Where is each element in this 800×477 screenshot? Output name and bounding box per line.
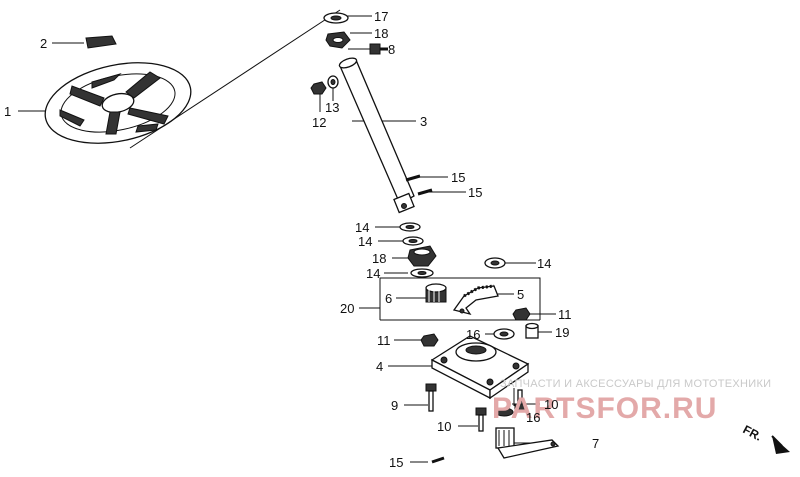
callout-16a: 16 bbox=[466, 327, 480, 342]
callout-13: 13 bbox=[325, 100, 339, 115]
callout-7: 7 bbox=[592, 436, 599, 451]
pinion-gear-6 bbox=[425, 283, 447, 303]
washers-14 bbox=[399, 222, 506, 278]
callout-8: 8 bbox=[388, 42, 395, 57]
callout-12: 12 bbox=[312, 115, 326, 130]
nut-12 bbox=[310, 81, 327, 95]
callout-20: 20 bbox=[340, 301, 354, 316]
callout-18b: 18 bbox=[372, 251, 386, 266]
callout-17: 17 bbox=[374, 9, 388, 24]
callout-16b: 16 bbox=[526, 410, 540, 425]
steering-column bbox=[338, 57, 415, 214]
front-direction-arrow bbox=[771, 435, 790, 454]
callout-5: 5 bbox=[517, 287, 524, 302]
bolt-9 bbox=[425, 383, 437, 412]
nuts-11 bbox=[420, 307, 531, 347]
bushing-19 bbox=[525, 322, 539, 339]
callout-15b: 15 bbox=[468, 185, 482, 200]
front-direction-label: FR. bbox=[741, 422, 765, 443]
sector-gear-5 bbox=[452, 284, 499, 316]
steering-wheel bbox=[44, 9, 341, 149]
steering-arm-7 bbox=[495, 427, 560, 459]
callout-14a: 14 bbox=[355, 220, 369, 235]
bolt-8 bbox=[369, 43, 388, 55]
collars-16 bbox=[493, 328, 515, 417]
callout-14b: 14 bbox=[358, 234, 372, 249]
callout-15c: 15 bbox=[389, 455, 403, 470]
callout-10b: 10 bbox=[544, 397, 558, 412]
bush-18 bbox=[407, 245, 437, 267]
pins-15 bbox=[405, 174, 445, 464]
watermark-caption: ЗАПЧАСТИ И АКСЕССУАРЫ ДЛЯ МОТОТЕХНИКИ bbox=[500, 378, 771, 390]
callout-6: 6 bbox=[385, 291, 392, 306]
callout-18a: 18 bbox=[374, 26, 388, 41]
callout-10a: 10 bbox=[437, 419, 451, 434]
watermark-logo: PARTSFOR.RU bbox=[492, 392, 717, 425]
callout-11b: 11 bbox=[558, 307, 572, 322]
callout-1: 1 bbox=[4, 104, 11, 119]
washer-13 bbox=[327, 75, 339, 89]
gear-plate-4 bbox=[430, 335, 530, 400]
top-nut bbox=[325, 31, 351, 49]
wheel-cap bbox=[85, 35, 117, 49]
callout-19: 19 bbox=[555, 325, 569, 340]
callout-14c: 14 bbox=[366, 266, 380, 281]
callout-2: 2 bbox=[40, 36, 47, 51]
leader-lines bbox=[18, 15, 556, 463]
top-bush bbox=[323, 12, 349, 24]
bolts-10 bbox=[475, 389, 526, 432]
callout-4: 4 bbox=[376, 359, 383, 374]
callout-9: 9 bbox=[391, 398, 398, 413]
callout-11a: 11 bbox=[377, 333, 391, 348]
callout-14d: 14 bbox=[537, 256, 551, 271]
callout-3: 3 bbox=[420, 114, 427, 129]
callout-15a: 15 bbox=[451, 170, 465, 185]
